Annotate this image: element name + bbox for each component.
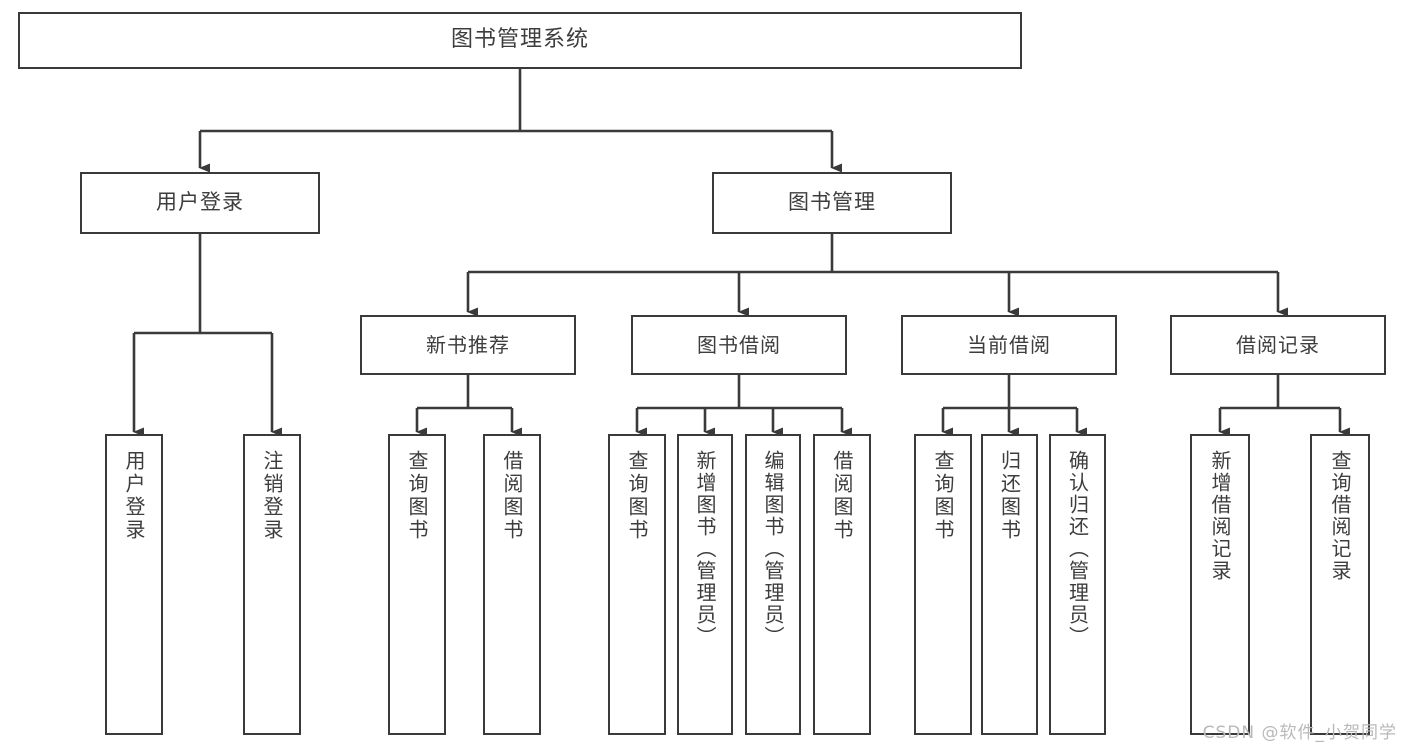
node-new-book-recommend-label: 新书推荐 bbox=[426, 332, 510, 357]
leaf-user-login-label: 用户登录 bbox=[122, 450, 146, 542]
node-current-borrow[interactable]: 当前借阅 bbox=[901, 315, 1117, 375]
leaf-add-borrow-record[interactable]: 新增借阅记录 bbox=[1190, 434, 1250, 735]
node-borrow-record-label: 借阅记录 bbox=[1236, 332, 1320, 357]
leaf-return-book[interactable]: 归还图书 bbox=[981, 434, 1038, 735]
node-borrow-record[interactable]: 借阅记录 bbox=[1170, 315, 1386, 375]
leaf-add-borrow-record-label: 新增借阅记录 bbox=[1208, 450, 1232, 582]
leaf-borrow-book[interactable]: 借阅图书 bbox=[813, 434, 871, 735]
leaf-edit-book-admin-label: 编辑图书（管理员） bbox=[761, 450, 785, 648]
node-root[interactable]: 图书管理系统 bbox=[18, 12, 1022, 69]
leaf-query-book-recommend[interactable]: 查询图书 bbox=[388, 434, 446, 735]
node-user-login-label: 用户登录 bbox=[156, 190, 244, 215]
leaf-logout-label: 注销登录 bbox=[260, 450, 284, 542]
leaf-query-book-label: 查询图书 bbox=[625, 450, 649, 542]
node-root-label: 图书管理系统 bbox=[450, 27, 589, 53]
leaf-query-book-current-label: 查询图书 bbox=[931, 450, 955, 542]
leaf-query-borrow-record[interactable]: 查询借阅记录 bbox=[1310, 434, 1370, 735]
leaf-borrow-book-label: 借阅图书 bbox=[830, 450, 854, 542]
watermark-text: CSDN @软件_小贺同学 bbox=[1202, 723, 1397, 743]
node-new-book-recommend[interactable]: 新书推荐 bbox=[360, 315, 576, 375]
leaf-borrow-book-recommend[interactable]: 借阅图书 bbox=[483, 434, 541, 735]
leaf-logout[interactable]: 注销登录 bbox=[243, 434, 301, 735]
leaf-query-borrow-record-label: 查询借阅记录 bbox=[1328, 450, 1352, 582]
leaf-query-book-recommend-label: 查询图书 bbox=[405, 450, 429, 542]
node-user-login[interactable]: 用户登录 bbox=[80, 172, 320, 234]
node-book-borrow-label: 图书借阅 bbox=[697, 332, 781, 357]
leaf-return-book-label: 归还图书 bbox=[997, 450, 1022, 542]
node-book-management[interactable]: 图书管理 bbox=[712, 172, 952, 234]
leaf-query-book[interactable]: 查询图书 bbox=[608, 434, 666, 735]
leaf-borrow-book-recommend-label: 借阅图书 bbox=[500, 450, 524, 542]
leaf-edit-book-admin[interactable]: 编辑图书（管理员） bbox=[745, 434, 801, 735]
leaf-query-book-current[interactable]: 查询图书 bbox=[914, 434, 972, 735]
leaf-user-login[interactable]: 用户登录 bbox=[105, 434, 163, 735]
node-book-management-label: 图书管理 bbox=[788, 190, 876, 215]
node-current-borrow-label: 当前借阅 bbox=[967, 332, 1051, 357]
leaf-confirm-return-admin-label: 确认归还（管理员） bbox=[1065, 450, 1090, 648]
leaf-add-book-admin-label: 新增图书（管理员） bbox=[693, 450, 717, 648]
leaf-confirm-return-admin[interactable]: 确认归还（管理员） bbox=[1049, 434, 1106, 735]
node-book-borrow[interactable]: 图书借阅 bbox=[631, 315, 847, 375]
leaf-add-book-admin[interactable]: 新增图书（管理员） bbox=[677, 434, 733, 735]
